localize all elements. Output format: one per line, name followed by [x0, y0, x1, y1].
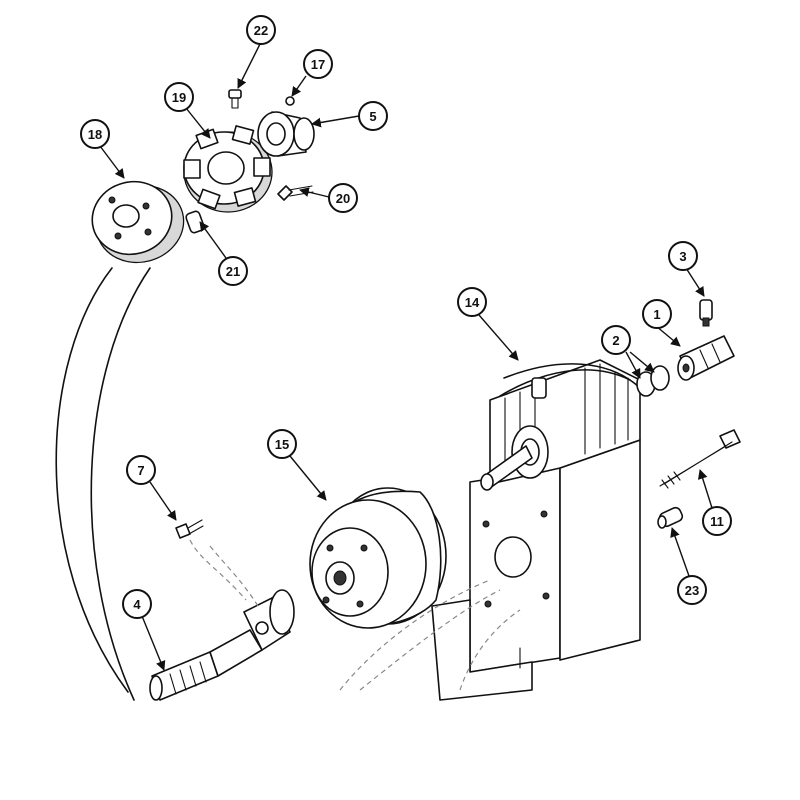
callout-19: 19	[164, 82, 194, 112]
callout-5: 5	[358, 101, 388, 131]
callout-18: 18	[80, 119, 110, 149]
callout-11: 11	[702, 506, 732, 536]
callout-23: 23	[677, 575, 707, 605]
gearbox-housing	[431, 359, 641, 701]
callout-14-label: 14	[465, 295, 480, 310]
callout-20: 20	[328, 183, 358, 213]
o-rings	[636, 365, 670, 397]
callout-2-label: 2	[612, 333, 619, 348]
callout-17: 17	[303, 49, 333, 79]
grease-fitting	[699, 299, 713, 327]
callout-2: 2	[601, 325, 631, 355]
shaft-sleeve	[677, 335, 735, 381]
callout-21: 21	[218, 256, 248, 286]
motion-lines	[189, 539, 521, 691]
callout-4: 4	[122, 589, 152, 619]
callout-23-label: 23	[685, 583, 699, 598]
callout-3: 3	[668, 241, 698, 271]
cap-screw	[228, 89, 242, 109]
callout-7: 7	[126, 455, 156, 485]
callout-22-label: 22	[254, 23, 268, 38]
callout-15-label: 15	[275, 437, 289, 452]
callout-11-label: 11	[710, 514, 724, 529]
callout-20-label: 20	[336, 191, 350, 206]
callout-7-label: 7	[137, 463, 144, 478]
mounting-bolt	[175, 519, 204, 539]
callout-4-label: 4	[133, 597, 141, 612]
hex-bolt	[277, 185, 314, 201]
callout-1: 1	[642, 299, 672, 329]
callout-18-label: 18	[88, 127, 102, 142]
callout-3-label: 3	[679, 249, 686, 264]
dowel-pin	[185, 210, 205, 234]
callout-15: 15	[267, 429, 297, 459]
callout-14: 14	[457, 287, 487, 317]
clutch-drum	[309, 487, 447, 629]
leader-lines	[99, 41, 713, 671]
assembly-guide-lines	[55, 267, 151, 701]
callout-21-label: 21	[226, 264, 240, 279]
callout-22: 22	[246, 15, 276, 45]
callout-17-label: 17	[311, 57, 325, 72]
set-screw	[285, 96, 295, 106]
long-bolt	[659, 429, 741, 489]
spacer-sleeve	[657, 506, 684, 529]
callout-19-label: 19	[172, 90, 186, 105]
coupling-hub	[257, 111, 315, 157]
drive-shaft	[149, 589, 295, 701]
flange-plate	[91, 180, 185, 264]
callout-1-label: 1	[653, 307, 660, 322]
callout-5-label: 5	[369, 109, 376, 124]
